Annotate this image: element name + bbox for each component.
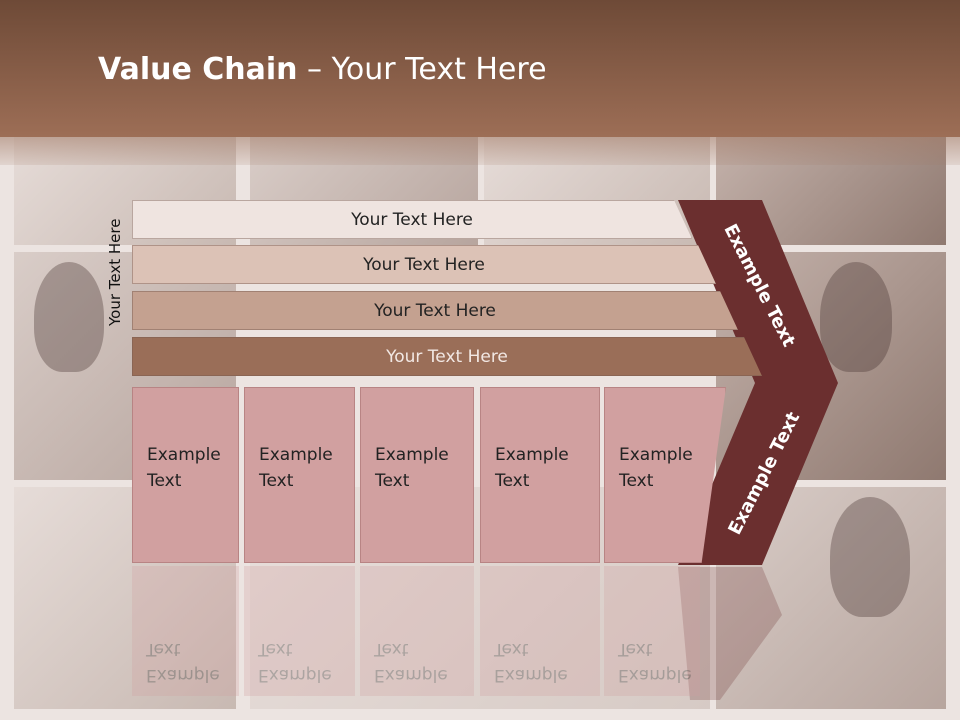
column-text-line1: Example	[375, 445, 449, 465]
activity-row: Your Text Here	[132, 245, 716, 284]
column-text-line2: Text	[147, 471, 182, 491]
column-text-line1: Example	[259, 445, 333, 465]
chevron-reflection	[678, 567, 782, 700]
activity-row: Your Text Here	[132, 291, 738, 330]
title-banner: Value Chain – Your Text Here	[0, 0, 960, 137]
banner-shadow-strip	[0, 137, 960, 165]
column-text-line1: Example	[495, 445, 569, 465]
side-label: Your Text Here	[106, 218, 124, 326]
column-text-line1: Example	[147, 445, 221, 465]
column-text-line2: Text	[495, 471, 530, 491]
column-text-line1: Example	[619, 445, 693, 465]
column-text-line2: Text	[619, 471, 654, 491]
person-photo	[820, 262, 892, 372]
slide-title: Value Chain – Your Text Here	[98, 52, 547, 87]
support-column: Example Text	[360, 387, 474, 563]
support-column: Example Text	[132, 387, 239, 563]
support-column: Example Text	[480, 387, 600, 563]
person-photo	[34, 262, 104, 372]
support-column: Example Text	[244, 387, 355, 563]
column-text-line2: Text	[259, 471, 294, 491]
activity-row: Your Text Here	[132, 337, 762, 376]
activity-row: Your Text Here	[132, 200, 692, 239]
column-text-line2: Text	[375, 471, 410, 491]
person-photo	[830, 497, 910, 617]
